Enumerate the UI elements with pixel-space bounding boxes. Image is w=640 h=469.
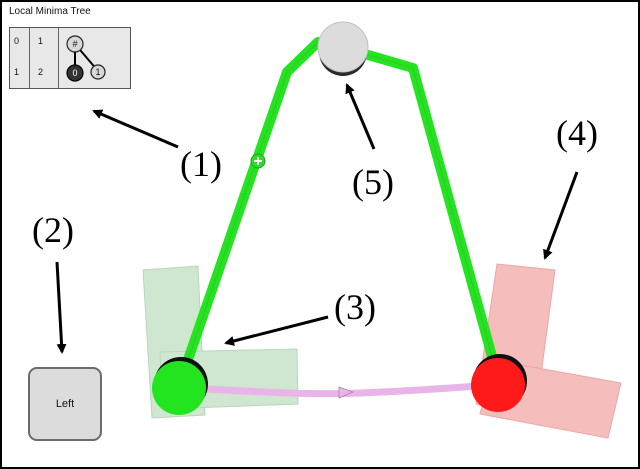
callout-label-4: (4) (556, 113, 598, 153)
local-minima-tree-panel: 0 1 1 2 # 0 1 (9, 27, 131, 89)
grey-root-node[interactable] (317, 21, 369, 76)
mini-tree-root-label: # (72, 39, 77, 49)
panel-column-divider (29, 28, 30, 88)
callout-arrow-3 (224, 315, 329, 346)
pink-path-arrow (338, 386, 355, 399)
callout-arrow-2 (55, 261, 67, 354)
callout-arrow-5 (345, 83, 376, 150)
mini-tree-node-1 (90, 64, 106, 80)
callout-arrow-4 (543, 171, 579, 260)
mini-tree: # 0 1 (66, 35, 106, 82)
panel-column-divider (58, 28, 59, 88)
table-cell: 1 (38, 36, 44, 46)
left-button-label: Left (55, 398, 75, 410)
callout-label-3: (3) (334, 287, 376, 327)
left-button[interactable]: Left (28, 367, 102, 441)
table-cell: 0 (14, 36, 20, 46)
mini-tree-root-node (66, 35, 84, 53)
panel-title: Local Minima Tree (9, 6, 91, 17)
table-cell: 2 (38, 67, 44, 77)
callout-label-2: (2) (32, 210, 74, 250)
plus-marker-icon[interactable] (250, 153, 266, 169)
callout-arrow-1 (92, 109, 179, 149)
mini-tree-node-label: 0 (72, 68, 77, 78)
callout-label-5: (5) (352, 162, 394, 202)
mini-tree-node-0 (66, 64, 84, 82)
green-tree-path (176, 37, 498, 385)
callout-label-1: (1) (180, 144, 222, 184)
pink-local-path (186, 382, 482, 398)
red-goal-node[interactable] (471, 354, 527, 412)
table-cell: 1 (14, 67, 20, 77)
green-start-node[interactable] (152, 357, 208, 415)
mini-tree-node-label: 1 (95, 67, 100, 77)
